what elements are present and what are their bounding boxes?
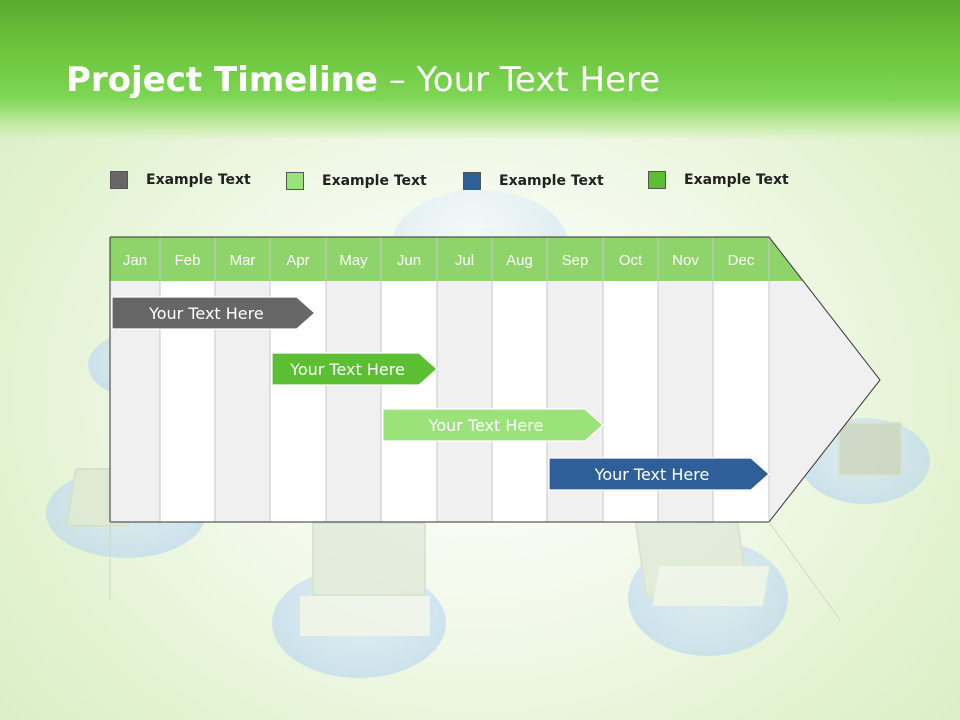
month-header-cell bbox=[437, 237, 492, 281]
title-bold: Project Timeline bbox=[66, 60, 378, 100]
timeline-bar bbox=[382, 408, 604, 442]
month-label: Jun bbox=[397, 252, 421, 269]
legend-label: Example Text bbox=[322, 173, 427, 189]
timeline-outline bbox=[109, 236, 881, 523]
month-header-cell bbox=[270, 237, 326, 281]
legend-swatch bbox=[648, 171, 666, 189]
laptop-graphic bbox=[838, 422, 902, 476]
month-header-cell bbox=[110, 237, 160, 281]
legend-label: Example Text bbox=[499, 173, 604, 189]
month-label: Jul bbox=[455, 252, 474, 269]
month-header-cell bbox=[492, 237, 547, 281]
legend-item: Example Text bbox=[648, 171, 789, 189]
legend-label: Example Text bbox=[146, 172, 251, 188]
month-label: Nov bbox=[672, 252, 699, 269]
month-header-cell bbox=[326, 237, 381, 281]
bar-label: Your Text Here bbox=[594, 465, 710, 484]
slide-title: Project Timeline – Your Text Here bbox=[66, 60, 660, 100]
month-column bbox=[381, 281, 437, 522]
month-label: Oct bbox=[619, 252, 643, 269]
month-header-cell bbox=[381, 237, 437, 281]
month-header-cell bbox=[547, 237, 603, 281]
timeline-bar bbox=[548, 457, 770, 491]
bar-label: Your Text Here bbox=[289, 360, 405, 379]
timeline-bar bbox=[111, 296, 316, 330]
outline-reflection bbox=[768, 521, 841, 621]
month-label: Jan bbox=[123, 252, 147, 269]
legend-swatch bbox=[463, 172, 481, 190]
month-label: Aug bbox=[506, 252, 533, 269]
month-label: May bbox=[339, 252, 368, 269]
month-label: Feb bbox=[175, 252, 201, 269]
legend-label: Example Text bbox=[684, 172, 789, 188]
title-subtitle: – Your Text Here bbox=[377, 60, 661, 100]
legend-swatch bbox=[286, 172, 304, 190]
month-label: Mar bbox=[230, 252, 256, 269]
bar-label: Your Text Here bbox=[148, 304, 264, 323]
month-header-cell bbox=[658, 237, 713, 281]
month-column bbox=[437, 281, 492, 522]
month-label: Apr bbox=[286, 252, 309, 269]
bar-label: Your Text Here bbox=[428, 416, 544, 435]
legend-item: Example Text bbox=[286, 172, 427, 190]
legend-item: Example Text bbox=[463, 172, 604, 190]
timeline-arrowhead-fill bbox=[769, 237, 880, 522]
month-label: Sep bbox=[562, 252, 589, 269]
month-header-cell bbox=[160, 237, 215, 281]
month-column bbox=[492, 281, 547, 522]
month-header-cell bbox=[603, 237, 658, 281]
legend-swatch bbox=[110, 171, 128, 189]
keyboard-graphic bbox=[300, 596, 430, 636]
timeline-bar bbox=[271, 352, 438, 386]
legend-item: Example Text bbox=[110, 171, 251, 189]
month-column bbox=[326, 281, 381, 522]
month-label: Dec bbox=[728, 252, 755, 269]
slide-header bbox=[0, 0, 960, 140]
month-header-cell bbox=[215, 237, 270, 281]
laptop-graphic bbox=[312, 522, 426, 596]
month-header-cell bbox=[713, 237, 769, 281]
